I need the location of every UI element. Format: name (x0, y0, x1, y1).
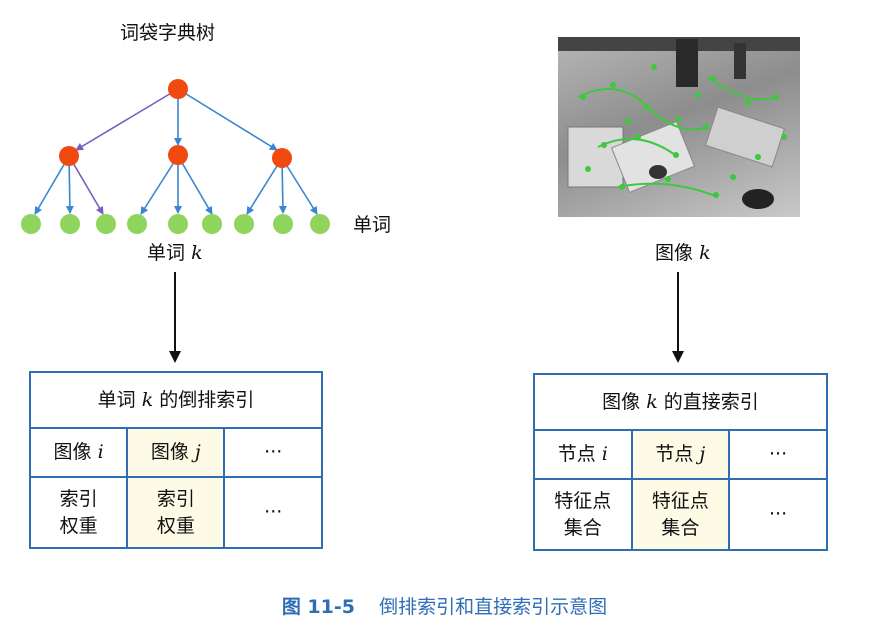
inverted-cell-ellipsis: ··· (223, 476, 323, 549)
direct-col-ellipsis: ··· (728, 429, 828, 480)
edge-root-mid3 (177, 88, 278, 151)
root-node (168, 79, 188, 99)
mid-node-1 (59, 146, 79, 166)
leaf-level-label: 单词 (353, 214, 392, 236)
inverted-col-image-i: 图像 i (28, 427, 129, 478)
leaf-node (127, 214, 147, 234)
figure-caption-text: 倒排索引和直接索引示意图 (379, 596, 608, 618)
edge-root-mid1 (75, 88, 179, 151)
figure-caption: 图 11-5 倒排索引和直接索引示意图 (0, 592, 889, 619)
word-k-label: 单词 k (147, 242, 203, 264)
inverted-cell-index-weight: 索引权重 (126, 476, 226, 549)
leaf-node (202, 214, 222, 234)
mid-node-3 (272, 148, 292, 168)
tree-title: 词袋字典树 (120, 22, 216, 44)
leaf-node (234, 214, 254, 234)
direct-cell-ellipsis: ··· (728, 478, 828, 551)
inverted-col-image-j: 图像 j (126, 427, 226, 478)
direct-col-node-i: 节点 i (533, 429, 633, 480)
inverted-index-table: 单词 k 的倒排索引 图像 i 图像 j ··· 索引权重 索引权重 ··· (28, 371, 323, 549)
direct-col-node-j: 节点 j (630, 429, 731, 480)
direct-cell-feature-set: 特征点集合 (630, 478, 731, 551)
scene-image (558, 37, 800, 217)
leaf-node (273, 214, 293, 234)
edge-mid2-leaf6 (177, 155, 213, 215)
leaf-node (310, 214, 330, 234)
direct-cell-feature-set: 特征点集合 (533, 478, 633, 551)
scene-image-features (558, 37, 800, 209)
edge-mid1-leaf1 (34, 155, 70, 215)
edge-mid1-leaf3 (68, 155, 104, 215)
image-k-label: 图像 k (655, 242, 711, 264)
leaf-node (60, 214, 80, 234)
edge-mid3-leaf9 (281, 157, 318, 215)
direct-index-table: 图像 k 的直接索引 节点 i 节点 j ··· 特征点集合 特征点集合 ··· (533, 373, 828, 551)
inverted-index-header: 单词 k 的倒排索引 (29, 371, 323, 429)
edge-mid2-leaf4 (140, 155, 179, 215)
direct-index-header: 图像 k 的直接索引 (533, 373, 828, 431)
inverted-cell-index-weight: 索引权重 (28, 476, 129, 549)
leaf-node (21, 214, 41, 234)
leaf-node (168, 214, 188, 234)
edge-mid3-leaf7 (246, 157, 283, 215)
mid-node-2 (168, 145, 188, 165)
inverted-col-ellipsis: ··· (223, 427, 323, 478)
leaf-node (96, 214, 116, 234)
figure-number: 图 11-5 (281, 596, 355, 618)
